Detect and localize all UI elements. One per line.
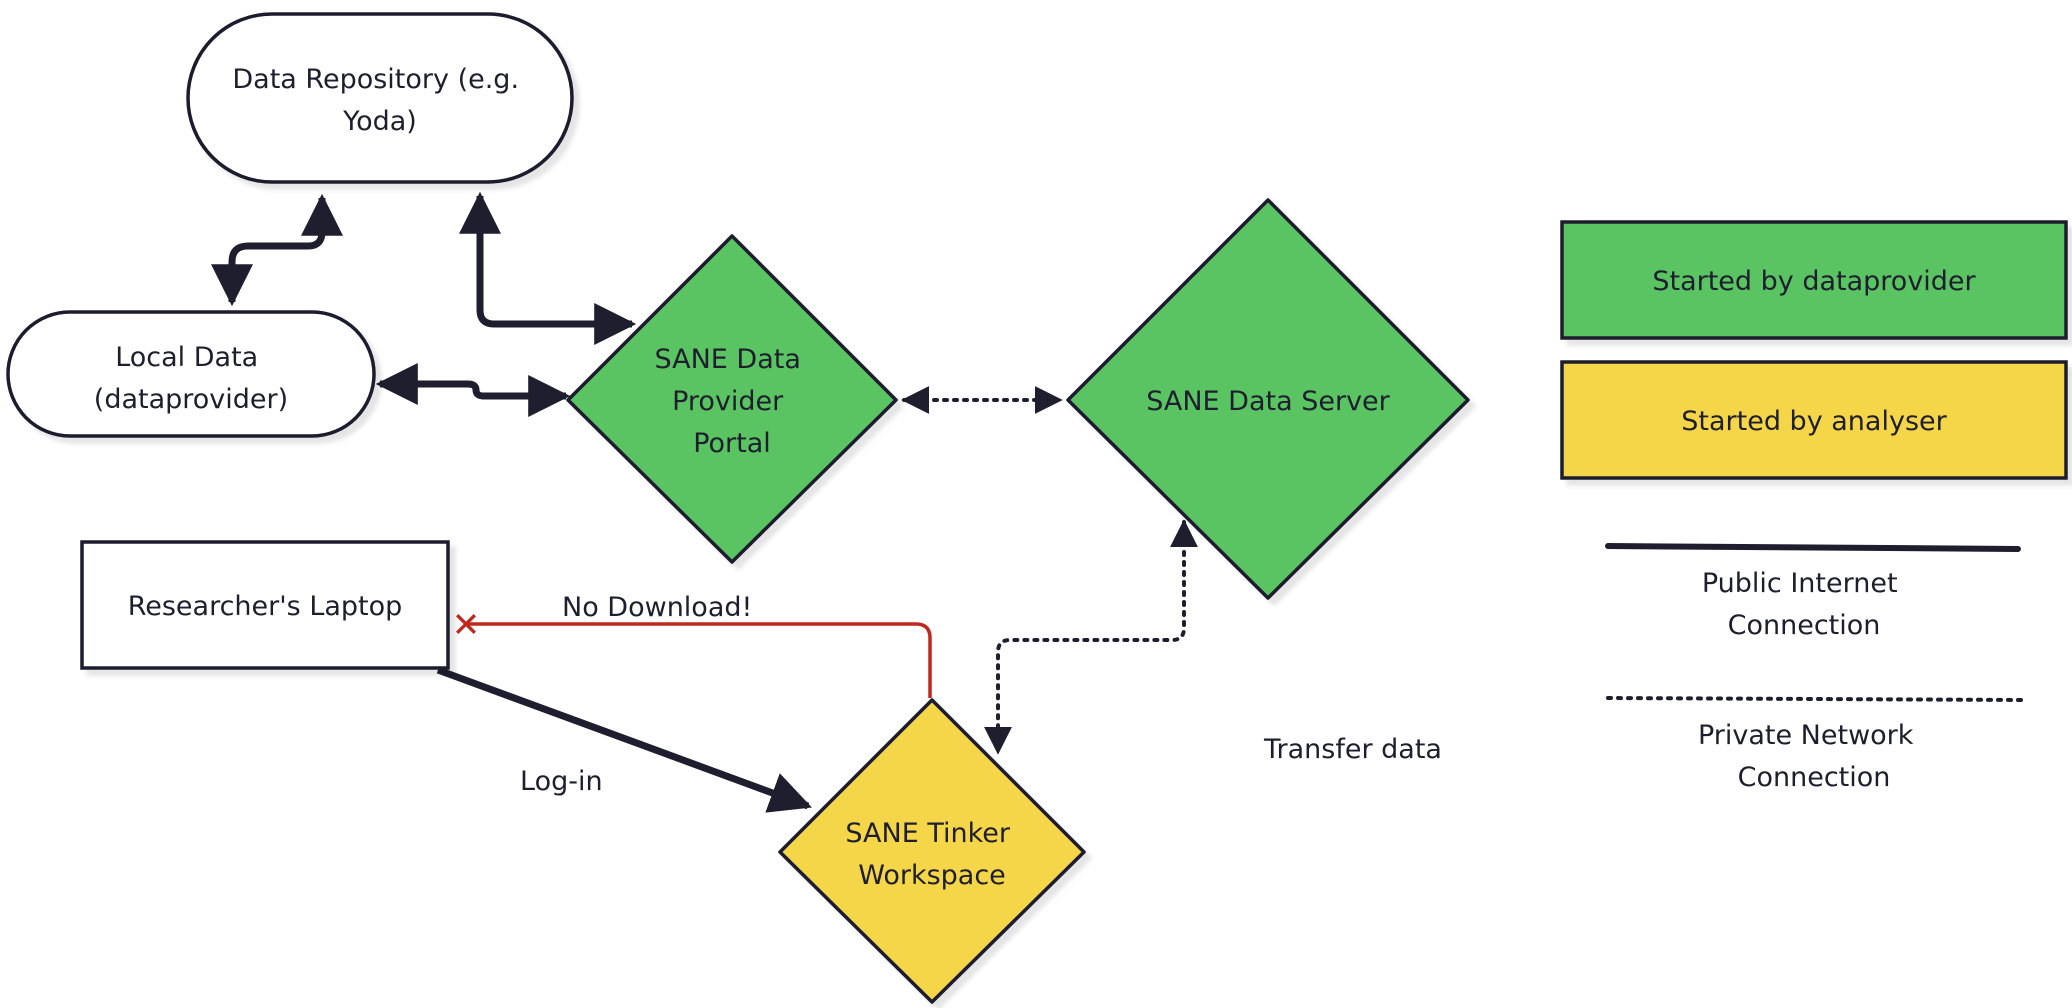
connector-repository-portal[interactable] <box>459 191 637 345</box>
connector-server-workspace[interactable] <box>984 519 1198 755</box>
data-server-shape <box>1066 198 1470 600</box>
legend: Started by dataprovider Started by analy… <box>1560 220 2068 793</box>
data-repository-line-1: Data Repository (e.g. <box>232 64 519 95</box>
tinker-workspace-line-2: Workspace <box>858 860 1006 891</box>
legend-dataprovider-label: Started by dataprovider <box>1652 266 1976 297</box>
login-label: Log-in <box>520 766 603 797</box>
legend-private-label: Private Network Connection <box>1698 720 1922 793</box>
researchers-laptop-shape <box>80 540 450 670</box>
legend-private-line-1: Private Network <box>1698 720 1914 751</box>
legend-dataprovider: Started by dataprovider <box>1560 220 2068 340</box>
local-data-line-2: (dataprovider) <box>94 384 288 415</box>
legend-private-line <box>1606 696 2026 702</box>
legend-analyser-label: Started by analyser <box>1681 406 1947 437</box>
connector-local-data-portal[interactable] <box>375 363 571 417</box>
connector-local-data-repository[interactable] <box>211 193 343 307</box>
legend-public-line-2: Connection <box>1728 610 1881 641</box>
legend-analyser-swatch <box>1560 360 2068 480</box>
data-provider-portal-shape <box>566 234 898 564</box>
legend-public-connection: Public Internet Connection <box>1605 543 2021 641</box>
researchers-laptop-label: Researcher's Laptop <box>128 591 403 622</box>
legend-public-label: Public Internet Connection <box>1702 568 1906 641</box>
legend-private-connection: Private Network Connection <box>1606 696 2026 793</box>
legend-dataprovider-swatch <box>1560 220 2068 340</box>
legend-public-line-1: Public Internet <box>1702 568 1898 599</box>
data-repository-label: Data Repository (e.g. Yoda) <box>232 64 527 137</box>
node-data-server[interactable]: SANE Data Server <box>1066 198 1470 600</box>
local-data-label: Local Data (dataprovider) <box>94 342 288 415</box>
tinker-workspace-shape <box>778 698 1086 1004</box>
legend-analyser: Started by analyser <box>1560 360 2068 480</box>
node-local-data[interactable]: Local Data (dataprovider) <box>6 310 376 438</box>
researchers-laptop-line-1: Researcher's Laptop <box>128 591 403 622</box>
data-repository-line-2: Yoda) <box>342 106 417 137</box>
local-data-line-1: Local Data <box>115 342 258 373</box>
connectors <box>211 191 1198 813</box>
data-provider-portal-line-1: SANE Data <box>654 344 800 375</box>
local-data-shape <box>6 310 376 438</box>
legend-public-line <box>1605 543 2021 552</box>
node-data-provider-portal[interactable]: SANE Data Provider Portal <box>566 234 898 564</box>
data-provider-portal-label: SANE Data Provider Portal <box>654 344 809 459</box>
node-researchers-laptop[interactable]: Researcher's Laptop <box>80 540 450 670</box>
connector-laptop-workspace[interactable] <box>436 666 812 813</box>
transfer-data-label: Transfer data <box>1263 734 1442 765</box>
data-server-label: SANE Data Server <box>1146 386 1390 417</box>
data-server-line-1: SANE Data Server <box>1146 386 1390 417</box>
data-provider-portal-line-2: Provider <box>672 386 784 417</box>
connector-no-download[interactable] <box>456 614 932 698</box>
data-provider-portal-line-3: Portal <box>693 428 771 459</box>
node-data-repository[interactable]: Data Repository (e.g. Yoda) <box>186 12 574 184</box>
node-tinker-workspace[interactable]: SANE Tinker Workspace <box>778 698 1086 1004</box>
tinker-workspace-line-1: SANE Tinker <box>845 818 1011 849</box>
data-repository-shape <box>186 12 574 184</box>
no-download-label: No Download! <box>562 592 752 623</box>
tinker-workspace-label: SANE Tinker Workspace <box>845 818 1018 891</box>
legend-private-line-2: Connection <box>1738 762 1891 793</box>
